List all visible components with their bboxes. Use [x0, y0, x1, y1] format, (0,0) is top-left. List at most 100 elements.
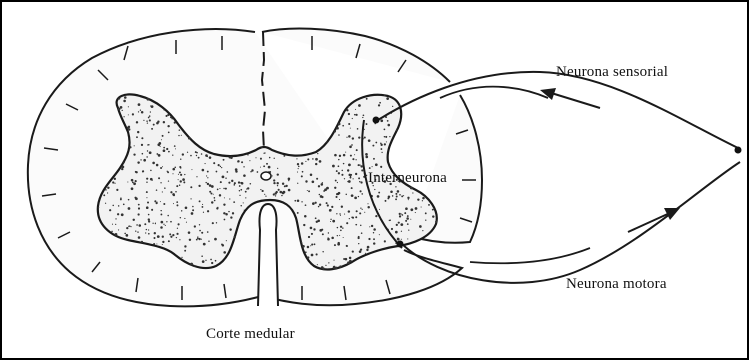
stipple-dot [213, 194, 214, 195]
stipple-dot [367, 206, 369, 208]
stipple-dot [146, 197, 147, 198]
stipple-dot [261, 147, 262, 148]
stipple-dot [153, 237, 155, 239]
stipple-dot [135, 180, 137, 182]
stipple-dot [138, 103, 141, 106]
stipple-dot [239, 195, 240, 196]
stipple-dot [319, 194, 321, 196]
stipple-dot [355, 216, 357, 218]
stipple-dot [180, 217, 181, 218]
stipple-dot [247, 154, 248, 155]
stipple-dot [213, 162, 215, 164]
stipple-dot [217, 189, 219, 191]
stipple-dot [407, 238, 408, 239]
stipple-dot [196, 239, 198, 241]
stipple-dot [138, 204, 140, 206]
stipple-dot [395, 231, 398, 234]
stipple-dot [342, 170, 344, 172]
central-canal [261, 172, 271, 180]
stipple-dot [127, 181, 128, 182]
stipple-dot [162, 236, 164, 238]
receptor-dot [735, 147, 742, 154]
sensory-direction-arrow [540, 88, 600, 108]
stipple-dot [326, 187, 329, 190]
stipple-dot [385, 136, 387, 138]
stipple-dot [360, 165, 362, 167]
stipple-dot [128, 199, 130, 201]
stipple-dot [223, 212, 225, 214]
stipple-dot [207, 183, 209, 185]
stipple-dot [349, 145, 352, 148]
stipple-dot [224, 219, 226, 221]
stipple-dot [245, 197, 246, 198]
stipple-dot [412, 192, 413, 193]
stipple-dot [274, 158, 275, 159]
stipple-dot [144, 223, 146, 225]
stipple-dot [323, 190, 325, 192]
stipple-dot [141, 137, 143, 139]
stipple-dot [346, 245, 348, 247]
stipple-dot [396, 224, 398, 226]
stipple-dot [203, 243, 206, 246]
stipple-dot [198, 157, 200, 159]
stipple-dot [141, 144, 143, 146]
stipple-dot [123, 100, 126, 103]
stipple-dot [377, 195, 380, 198]
stipple-dot [404, 212, 406, 214]
stipple-dot [302, 171, 304, 173]
stipple-dot [308, 236, 310, 238]
stipple-dot [355, 159, 356, 160]
stipple-dot [172, 173, 173, 174]
stipple-dot [366, 123, 368, 125]
stipple-dot [403, 195, 404, 196]
stipple-dot [366, 249, 368, 251]
stipple-dot [348, 210, 350, 212]
stipple-dot [163, 224, 164, 225]
stipple-dot [132, 113, 134, 115]
stipple-dot [162, 135, 164, 137]
stipple-dot [336, 213, 337, 214]
stipple-dot [322, 251, 323, 252]
stipple-dot [223, 188, 224, 189]
stipple-dot [170, 236, 172, 238]
stipple-dot [308, 190, 310, 192]
stipple-dot [399, 105, 400, 106]
stipple-dot [228, 182, 230, 184]
stipple-dot [348, 163, 351, 166]
stipple-dot [184, 245, 186, 247]
stipple-dot [288, 189, 291, 192]
stipple-dot [137, 161, 139, 163]
stipple-dot [156, 164, 159, 167]
stipple-dot [184, 250, 186, 252]
stipple-dot [198, 238, 200, 240]
stipple-dot [219, 188, 220, 189]
stipple-dot [373, 158, 375, 160]
stipple-dot [151, 105, 154, 108]
stipple-dot [194, 225, 196, 227]
stipple-dot [276, 182, 278, 184]
stipple-dot [346, 137, 347, 138]
stipple-dot [387, 124, 390, 127]
stipple-dot [297, 199, 300, 202]
stipple-dot [432, 209, 434, 211]
stipple-dot [325, 265, 326, 266]
stipple-dot [365, 253, 366, 254]
stipple-dot [150, 111, 151, 112]
stipple-dot [352, 118, 353, 119]
stipple-dot [199, 230, 201, 232]
stipple-dot [163, 149, 166, 152]
stipple-dot [319, 204, 321, 206]
stipple-dot [210, 192, 212, 194]
stipple-dot [182, 153, 184, 155]
stipple-dot [220, 181, 222, 183]
stipple-dot [285, 185, 287, 187]
stipple-dot [165, 225, 166, 226]
stipple-dot [148, 144, 150, 146]
stipple-dot [109, 209, 111, 211]
stipple-dot [167, 125, 169, 127]
stipple-dot [163, 203, 165, 205]
label-caption: Corte medular [206, 326, 295, 343]
stipple-dot [327, 204, 329, 206]
stipple-dot [260, 167, 261, 168]
stipple-dot [392, 195, 394, 197]
